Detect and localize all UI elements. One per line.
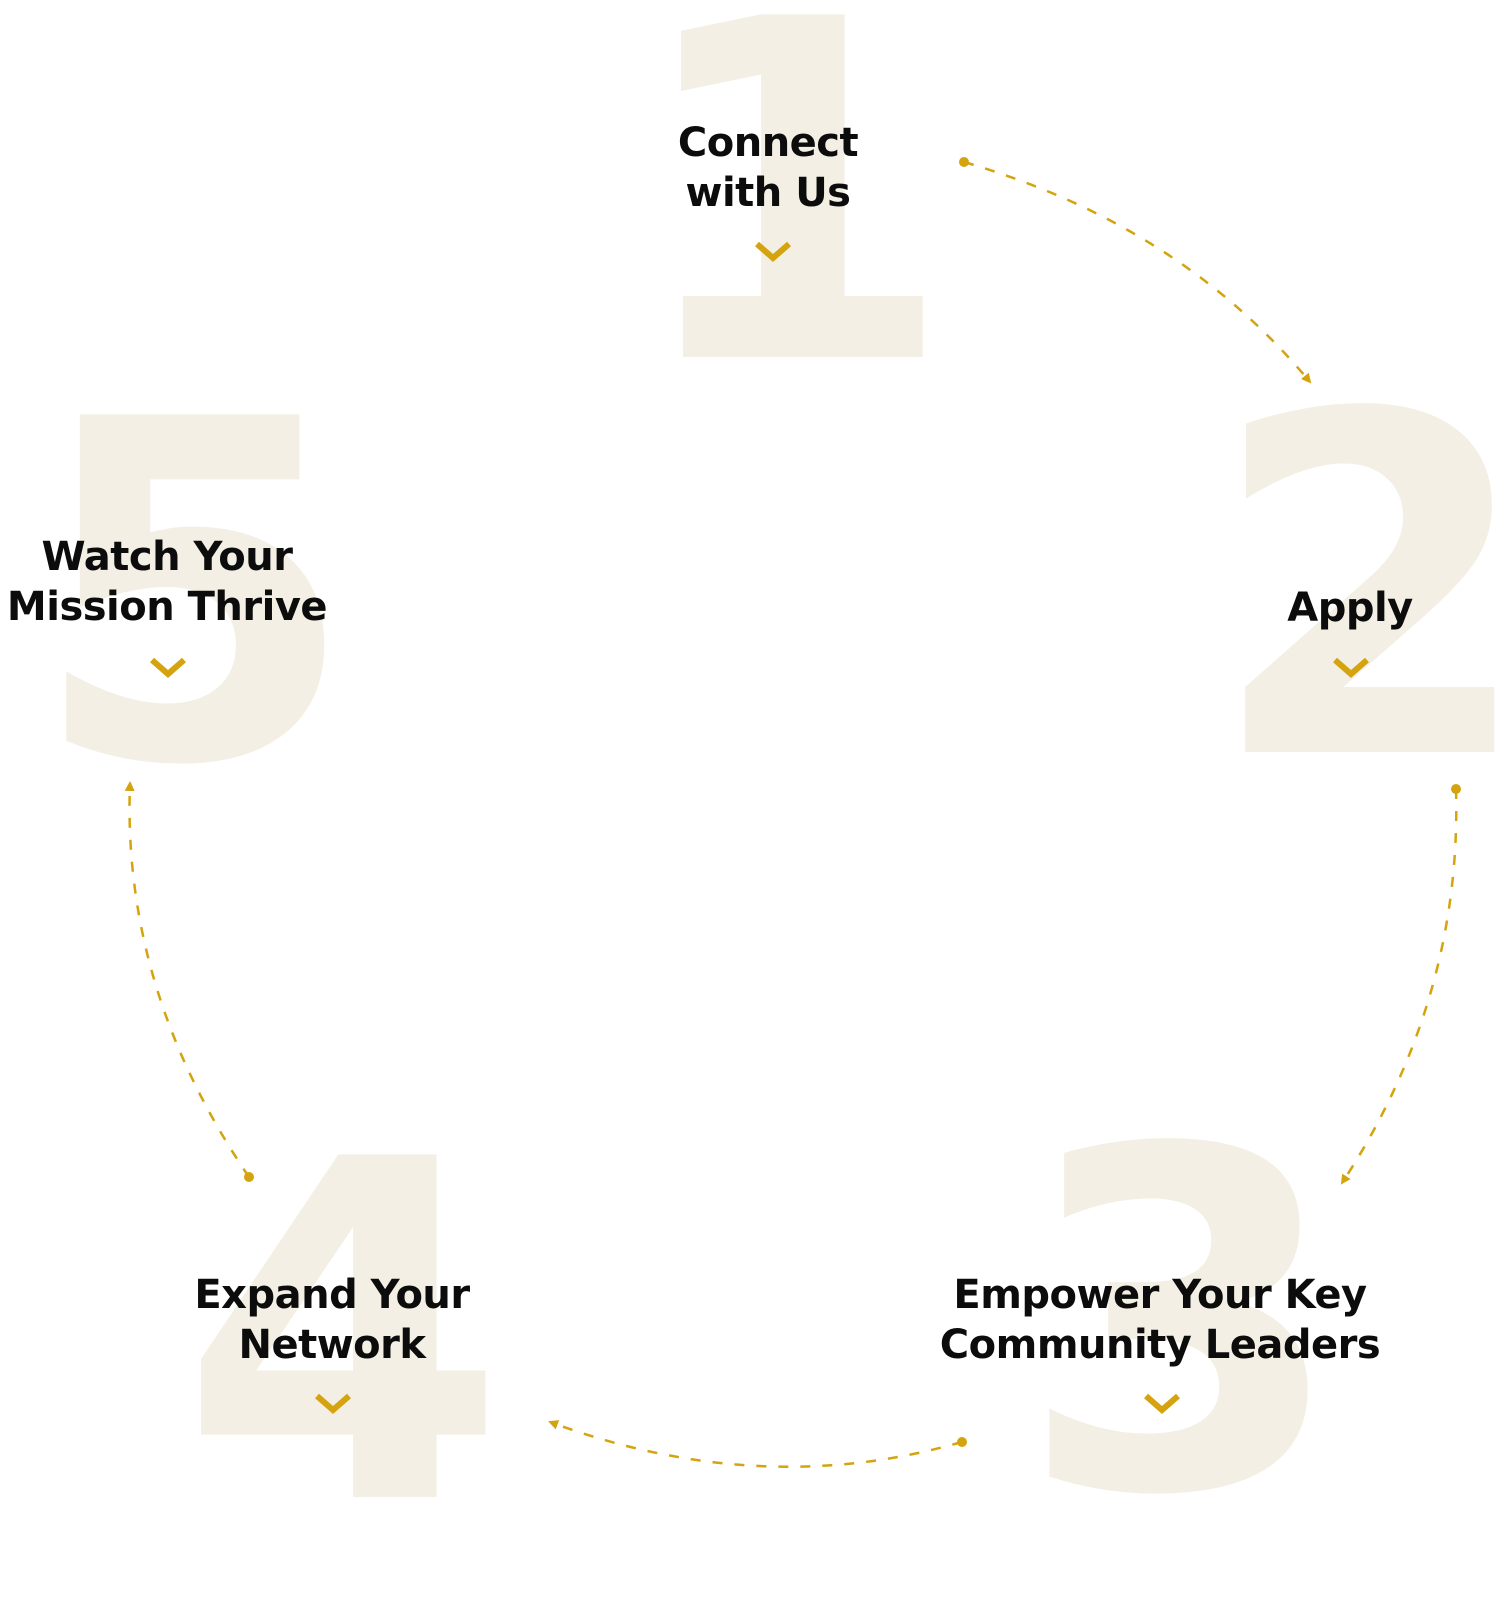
step-2-title: Apply <box>1287 585 1413 631</box>
step-5-title: Watch Your Mission Thrive <box>6 534 328 630</box>
chevron-down-icon[interactable] <box>753 240 793 264</box>
connector-2-to-3 <box>1340 784 1461 1185</box>
chevron-down-icon[interactable] <box>1331 656 1371 680</box>
connector-path <box>963 160 1312 384</box>
step-1-title: Connect with Us <box>677 120 859 216</box>
step-3-number: 3 <box>1018 1051 1345 1598</box>
chevron-down-icon[interactable] <box>148 656 188 680</box>
connector-4-to-5 <box>124 781 254 1182</box>
step-3-title: Empower Your Key Community Leaders <box>939 1272 1381 1368</box>
connector-1-to-2 <box>959 157 1312 384</box>
chevron-down-icon[interactable] <box>313 1392 353 1416</box>
step-4-number: 4 <box>180 1061 507 1608</box>
step-1-number: 1 <box>628 0 955 468</box>
connector-path <box>1340 788 1458 1185</box>
connector-3-to-4 <box>548 1420 967 1468</box>
chevron-down-icon[interactable] <box>1142 1392 1182 1416</box>
step-4-title: Expand Your Network <box>194 1272 470 1368</box>
step-2-number: 2 <box>1208 316 1500 863</box>
step-5-number: 5 <box>30 321 357 868</box>
connector-path <box>548 1420 963 1468</box>
